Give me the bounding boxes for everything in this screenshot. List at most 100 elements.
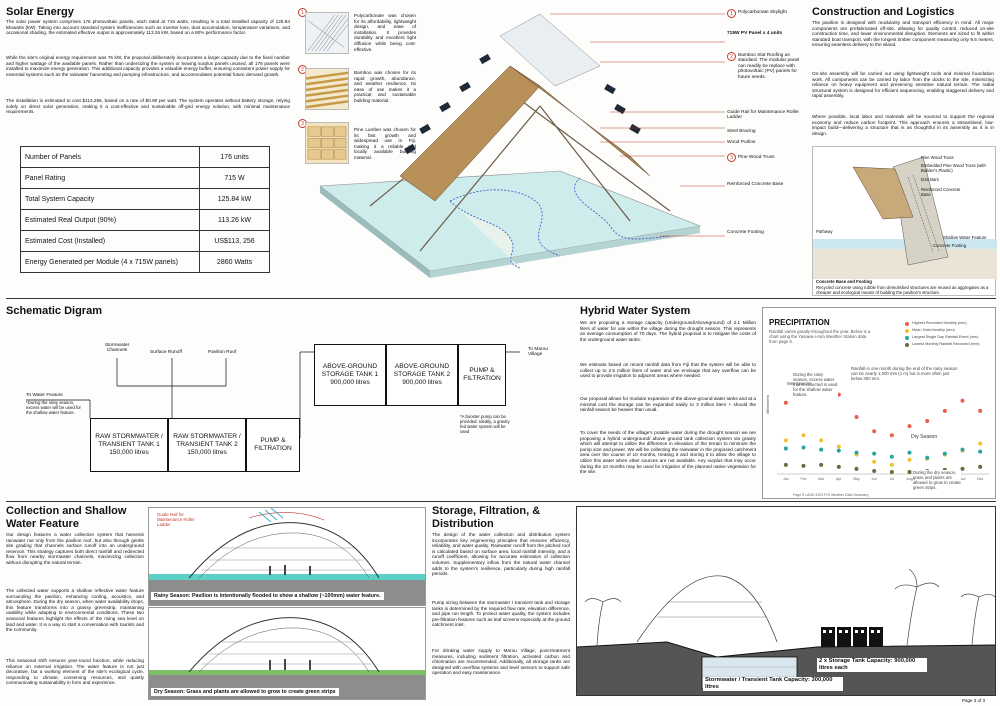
hybrid-paragraph-1: We are proposing a storage capacity (Und… bbox=[580, 320, 756, 342]
storage-paragraph-1: The design of the water collection and d… bbox=[432, 532, 570, 577]
legend-item: Highest Recorded Monthly (mm) bbox=[905, 320, 997, 327]
bamboo-roof-number: 2 bbox=[727, 52, 736, 61]
chart-point bbox=[978, 449, 983, 454]
chart-point bbox=[925, 455, 930, 460]
pine-lumber-image bbox=[305, 122, 349, 164]
chart-point bbox=[836, 464, 841, 469]
raw-tank-2: RAW STORMWATER / TRANSIENT TANK 2 150,00… bbox=[168, 418, 246, 472]
chart-point bbox=[783, 400, 788, 405]
chart-point bbox=[872, 451, 877, 456]
construction-paragraph-1: The pavilion is designed with modularity… bbox=[812, 20, 994, 48]
detail-label-6: Pathway bbox=[816, 229, 833, 234]
chart-point bbox=[889, 462, 894, 467]
above-ground-tank-2: ABOVE-GROUND STORAGE TANK 2 900,000 litr… bbox=[386, 344, 458, 406]
skylight-label: Polycarbonate Skylight bbox=[738, 10, 787, 15]
solar-table-value: 176 units bbox=[199, 146, 270, 168]
detail-label-7: Shallow Water Feature bbox=[943, 235, 987, 240]
to-water-note: *During the rainy season, excess water w… bbox=[26, 400, 81, 415]
tank-section-drawing-panel: Stormwater / Transient Tank Capacity: 30… bbox=[576, 506, 996, 696]
hybrid-paragraph-3: Our proposal allows for modular expansio… bbox=[580, 396, 756, 413]
solar-table-value: 125.84 kW bbox=[199, 188, 270, 210]
chart-annotation-2: During the rainy season, excess water th… bbox=[793, 372, 838, 397]
legend-label: Largest Single Day Rainfall Event (mm) bbox=[912, 335, 979, 339]
wood-purlins-label: Wood Purlins bbox=[727, 140, 756, 145]
chart-x-tick: Nov bbox=[959, 477, 965, 481]
chart-point bbox=[925, 419, 930, 424]
chart-point bbox=[907, 450, 912, 455]
solar-table-value: 2860 Watts bbox=[199, 251, 270, 273]
solar-table-label: Estimated Cost (Installed) bbox=[20, 230, 200, 252]
dry-season-section: Dry Season: Grass and plants are allowed… bbox=[148, 607, 426, 700]
solar-title: Solar Energy bbox=[6, 6, 74, 18]
precipitation-chart-panel: PRECIPITATION Rainfall varies greatly th… bbox=[762, 307, 996, 499]
rainy-season-section: Guide Rail for Maintenance Roller Ladder… bbox=[148, 507, 426, 606]
construction-title: Construction and Logistics bbox=[812, 6, 955, 18]
solar-table-row: Energy Generated per Module (4 x 715W pa… bbox=[20, 251, 270, 273]
chart-x-tick: Mar bbox=[818, 477, 825, 481]
chart-x-tick: Aug bbox=[906, 477, 912, 481]
bamboo-roof-label: Bamboo Slat Roofing as standard. The mod… bbox=[738, 53, 800, 80]
concrete-footing-label: Concrete Footing bbox=[727, 230, 764, 235]
hybrid-paragraph-4: To cover the needs of the village's pota… bbox=[580, 430, 756, 475]
storage-tank-capacity: 2 x Storage Tank Capacity: 900,000 litre… bbox=[817, 658, 927, 672]
chart-ylabel: Millimeters bbox=[765, 394, 770, 414]
dry-season-drawing bbox=[149, 617, 425, 699]
legend-item: Largest Single Day Rainfall Event (mm) bbox=[905, 334, 997, 341]
chart-point bbox=[783, 438, 788, 443]
chart-point bbox=[978, 441, 983, 446]
chart-point bbox=[907, 424, 912, 429]
legend-swatch bbox=[905, 342, 909, 347]
chart-point bbox=[801, 463, 806, 468]
chart-point bbox=[907, 469, 912, 474]
solar-paragraph-1: The solar power system comprises 176 pho… bbox=[6, 19, 290, 36]
chart-annotation-wet: Wet Season bbox=[787, 381, 811, 386]
solar-table-label: Total System Capacity bbox=[20, 188, 200, 210]
legend-label: Highest Recorded Monthly (mm) bbox=[912, 321, 967, 325]
chart-x-tick: Jan bbox=[783, 477, 789, 481]
legend-swatch bbox=[905, 328, 909, 333]
to-water-feature-label: To Water Feature bbox=[26, 393, 63, 398]
chart-point bbox=[907, 457, 912, 462]
steel-bracing-label: Steel Bracing bbox=[727, 129, 756, 134]
pine-truss-label: Pine Wood Truss bbox=[738, 155, 775, 160]
input-stormwater-channels: Stormwater Channels bbox=[104, 343, 130, 354]
chart-point bbox=[978, 464, 983, 469]
detail-label-2: Embedded Pine Wood Truss (with Builder's… bbox=[921, 163, 986, 173]
chart-point bbox=[854, 450, 859, 455]
chart-point bbox=[889, 454, 894, 459]
concrete-detail-box: Pine Wood Truss Embedded Pine Wood Truss… bbox=[812, 146, 997, 296]
storage-title: Storage, Filtration, & Distribution bbox=[432, 505, 541, 530]
chart-point bbox=[836, 444, 841, 449]
chart-annotation-1: Rainfall in one month during the end of … bbox=[851, 366, 958, 381]
chart-x-tick: Jun bbox=[871, 477, 877, 481]
polycarbonate-text: Polycarbonate was chosen for its afforda… bbox=[354, 13, 416, 52]
detail-label-5: Concrete Footing bbox=[933, 243, 966, 248]
detail-label-4: Reinforced Concrete Base bbox=[921, 187, 961, 197]
chart-point bbox=[872, 429, 877, 434]
chart-point bbox=[783, 462, 788, 467]
chart-point bbox=[960, 466, 965, 471]
collection-paragraph-1: Our design features a water collection s… bbox=[6, 532, 144, 565]
chart-point bbox=[801, 445, 806, 450]
chart-x-tick: Apr bbox=[836, 477, 842, 481]
chart-annotation-3: During the dry season, grass and plants … bbox=[913, 470, 961, 490]
chart-x-tick: May bbox=[853, 477, 860, 481]
legend-item: Lowest Monthly Rainfall Recorded (mm) bbox=[905, 341, 997, 348]
chart-x-tick: Dec bbox=[977, 477, 983, 481]
to-marou-label: To Marou Village bbox=[528, 347, 548, 358]
pine-lumber-text: Pine Lumber was chosen for its fast grow… bbox=[354, 127, 416, 160]
solar-table-label: Panel Rating bbox=[20, 167, 200, 189]
chart-point bbox=[854, 466, 859, 471]
guide-rail-label: Guide Rail for Maintenance Roller Ladder bbox=[727, 110, 799, 121]
input-pavilion-roof: Pavilion Roof bbox=[208, 350, 237, 355]
collection-paragraph-2: The collected water supports a shallow r… bbox=[6, 588, 144, 633]
chart-point bbox=[819, 462, 824, 467]
chart-annotation-dry: Dry Season bbox=[911, 434, 938, 440]
chart-point bbox=[960, 447, 965, 452]
storage-paragraph-3: For drinking water supply to Marou Villa… bbox=[432, 648, 570, 676]
page-number: Page 3 of 3 bbox=[962, 698, 986, 703]
legend-swatch bbox=[905, 335, 909, 340]
